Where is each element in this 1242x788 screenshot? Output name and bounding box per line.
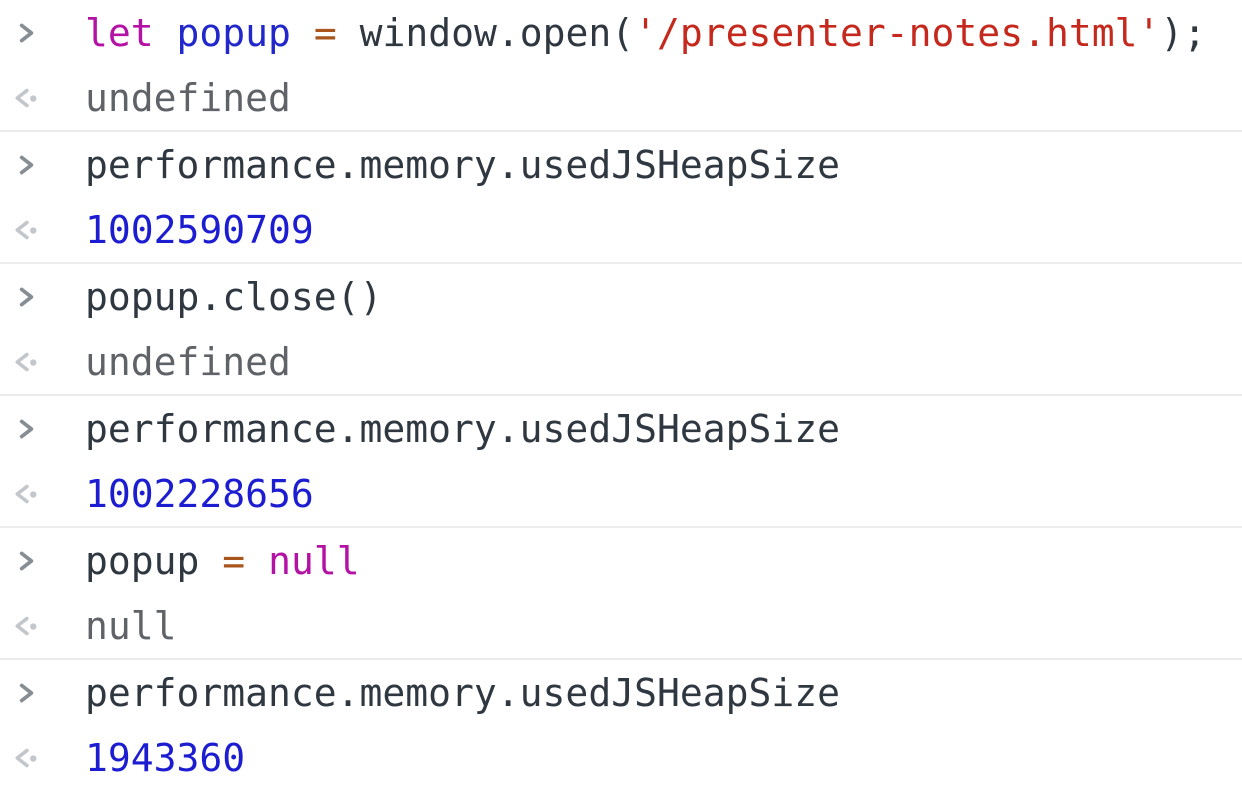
token-keyword: null (268, 538, 360, 583)
console-command-text: performance.memory.usedJSHeapSize (85, 674, 840, 712)
token-variable: popup (176, 10, 291, 55)
console-result-gutter (13, 745, 85, 771)
console-entry: performance.memory.usedJSHeapSize 100222… (0, 396, 1242, 528)
console-command-gutter (13, 548, 85, 574)
console-result-gutter (13, 481, 85, 507)
chevron-right-prompt-icon (19, 287, 34, 306)
token-plain (291, 11, 314, 55)
console-command-text: popup.close() (85, 278, 382, 316)
console-result-value: 1943360 (85, 735, 246, 780)
console-command-row: performance.memory.usedJSHeapSize (0, 132, 1242, 197)
chevron-right-prompt-icon (19, 155, 34, 174)
chevron-left-result-icon (15, 220, 37, 239)
token-string: '/presenter-notes.html' (634, 10, 1161, 55)
token-plain: performance.memory.usedJSHeapSize (85, 142, 840, 187)
chevron-right-prompt-icon (19, 551, 34, 570)
token-keyword: let (85, 10, 154, 55)
token-plain: popup.close() (85, 274, 383, 319)
token-plain (199, 539, 222, 583)
console-command-text: let popup = window.open('/presenter-note… (85, 14, 1206, 52)
token-plain (245, 539, 268, 583)
chevron-left-result-icon (15, 748, 37, 767)
chevron-left-result-icon (15, 352, 37, 371)
chevron-left-result-icon (15, 484, 37, 503)
console-entry: performance.memory.usedJSHeapSize 100259… (0, 132, 1242, 264)
token-plain (154, 11, 177, 55)
console-command-gutter (13, 284, 85, 310)
console-result-row: undefined (0, 65, 1242, 130)
console-entry: popup.close() undefined (0, 264, 1242, 396)
console-command-row: performance.memory.usedJSHeapSize (0, 660, 1242, 725)
chevron-left-result-icon (15, 616, 37, 635)
console-entry: performance.memory.usedJSHeapSize 194336… (0, 660, 1242, 788)
console-command-row: popup = null (0, 528, 1242, 593)
token-operator: = (313, 10, 337, 55)
console-result-gutter (13, 613, 85, 639)
chevron-right-prompt-icon (19, 23, 34, 42)
token-plain: ); (1160, 10, 1207, 55)
console-result-gutter (13, 217, 85, 243)
console-command-gutter (13, 680, 85, 706)
console-result-row: undefined (0, 329, 1242, 394)
console-command-gutter (13, 152, 85, 178)
console-command-text: performance.memory.usedJSHeapSize (85, 146, 840, 184)
chevron-right-prompt-icon (19, 683, 34, 702)
token-plain: window.open( (359, 10, 635, 55)
console-result-row: 1943360 (0, 725, 1242, 788)
console-command-row: popup.close() (0, 264, 1242, 329)
console-result-value: 1002590709 (85, 207, 314, 252)
console-command-text: popup = null (85, 542, 360, 580)
chevron-left-result-icon (15, 88, 37, 107)
token-plain: performance.memory.usedJSHeapSize (85, 670, 840, 715)
console-command-gutter (13, 20, 85, 46)
token-plain: popup (85, 538, 200, 583)
token-operator: = (222, 538, 246, 583)
console-result-value: 1002228656 (85, 471, 314, 516)
console-result-row: null (0, 593, 1242, 658)
console-command-row: performance.memory.usedJSHeapSize (0, 396, 1242, 461)
console-result-value: null (85, 603, 177, 648)
console-result-value: undefined (85, 75, 291, 120)
console-command-row: let popup = window.open('/presenter-note… (0, 0, 1242, 65)
console-command-text: performance.memory.usedJSHeapSize (85, 410, 840, 448)
console-result-gutter (13, 85, 85, 111)
console-command-gutter (13, 416, 85, 442)
console-result-row: 1002228656 (0, 461, 1242, 526)
console-result-gutter (13, 349, 85, 375)
token-plain (337, 11, 360, 55)
token-plain: performance.memory.usedJSHeapSize (85, 406, 840, 451)
console-result-row: 1002590709 (0, 197, 1242, 262)
console-result-value: undefined (85, 339, 291, 384)
chevron-right-prompt-icon (19, 419, 34, 438)
console-entry: popup = null null (0, 528, 1242, 660)
console-entry: let popup = window.open('/presenter-note… (0, 0, 1242, 132)
